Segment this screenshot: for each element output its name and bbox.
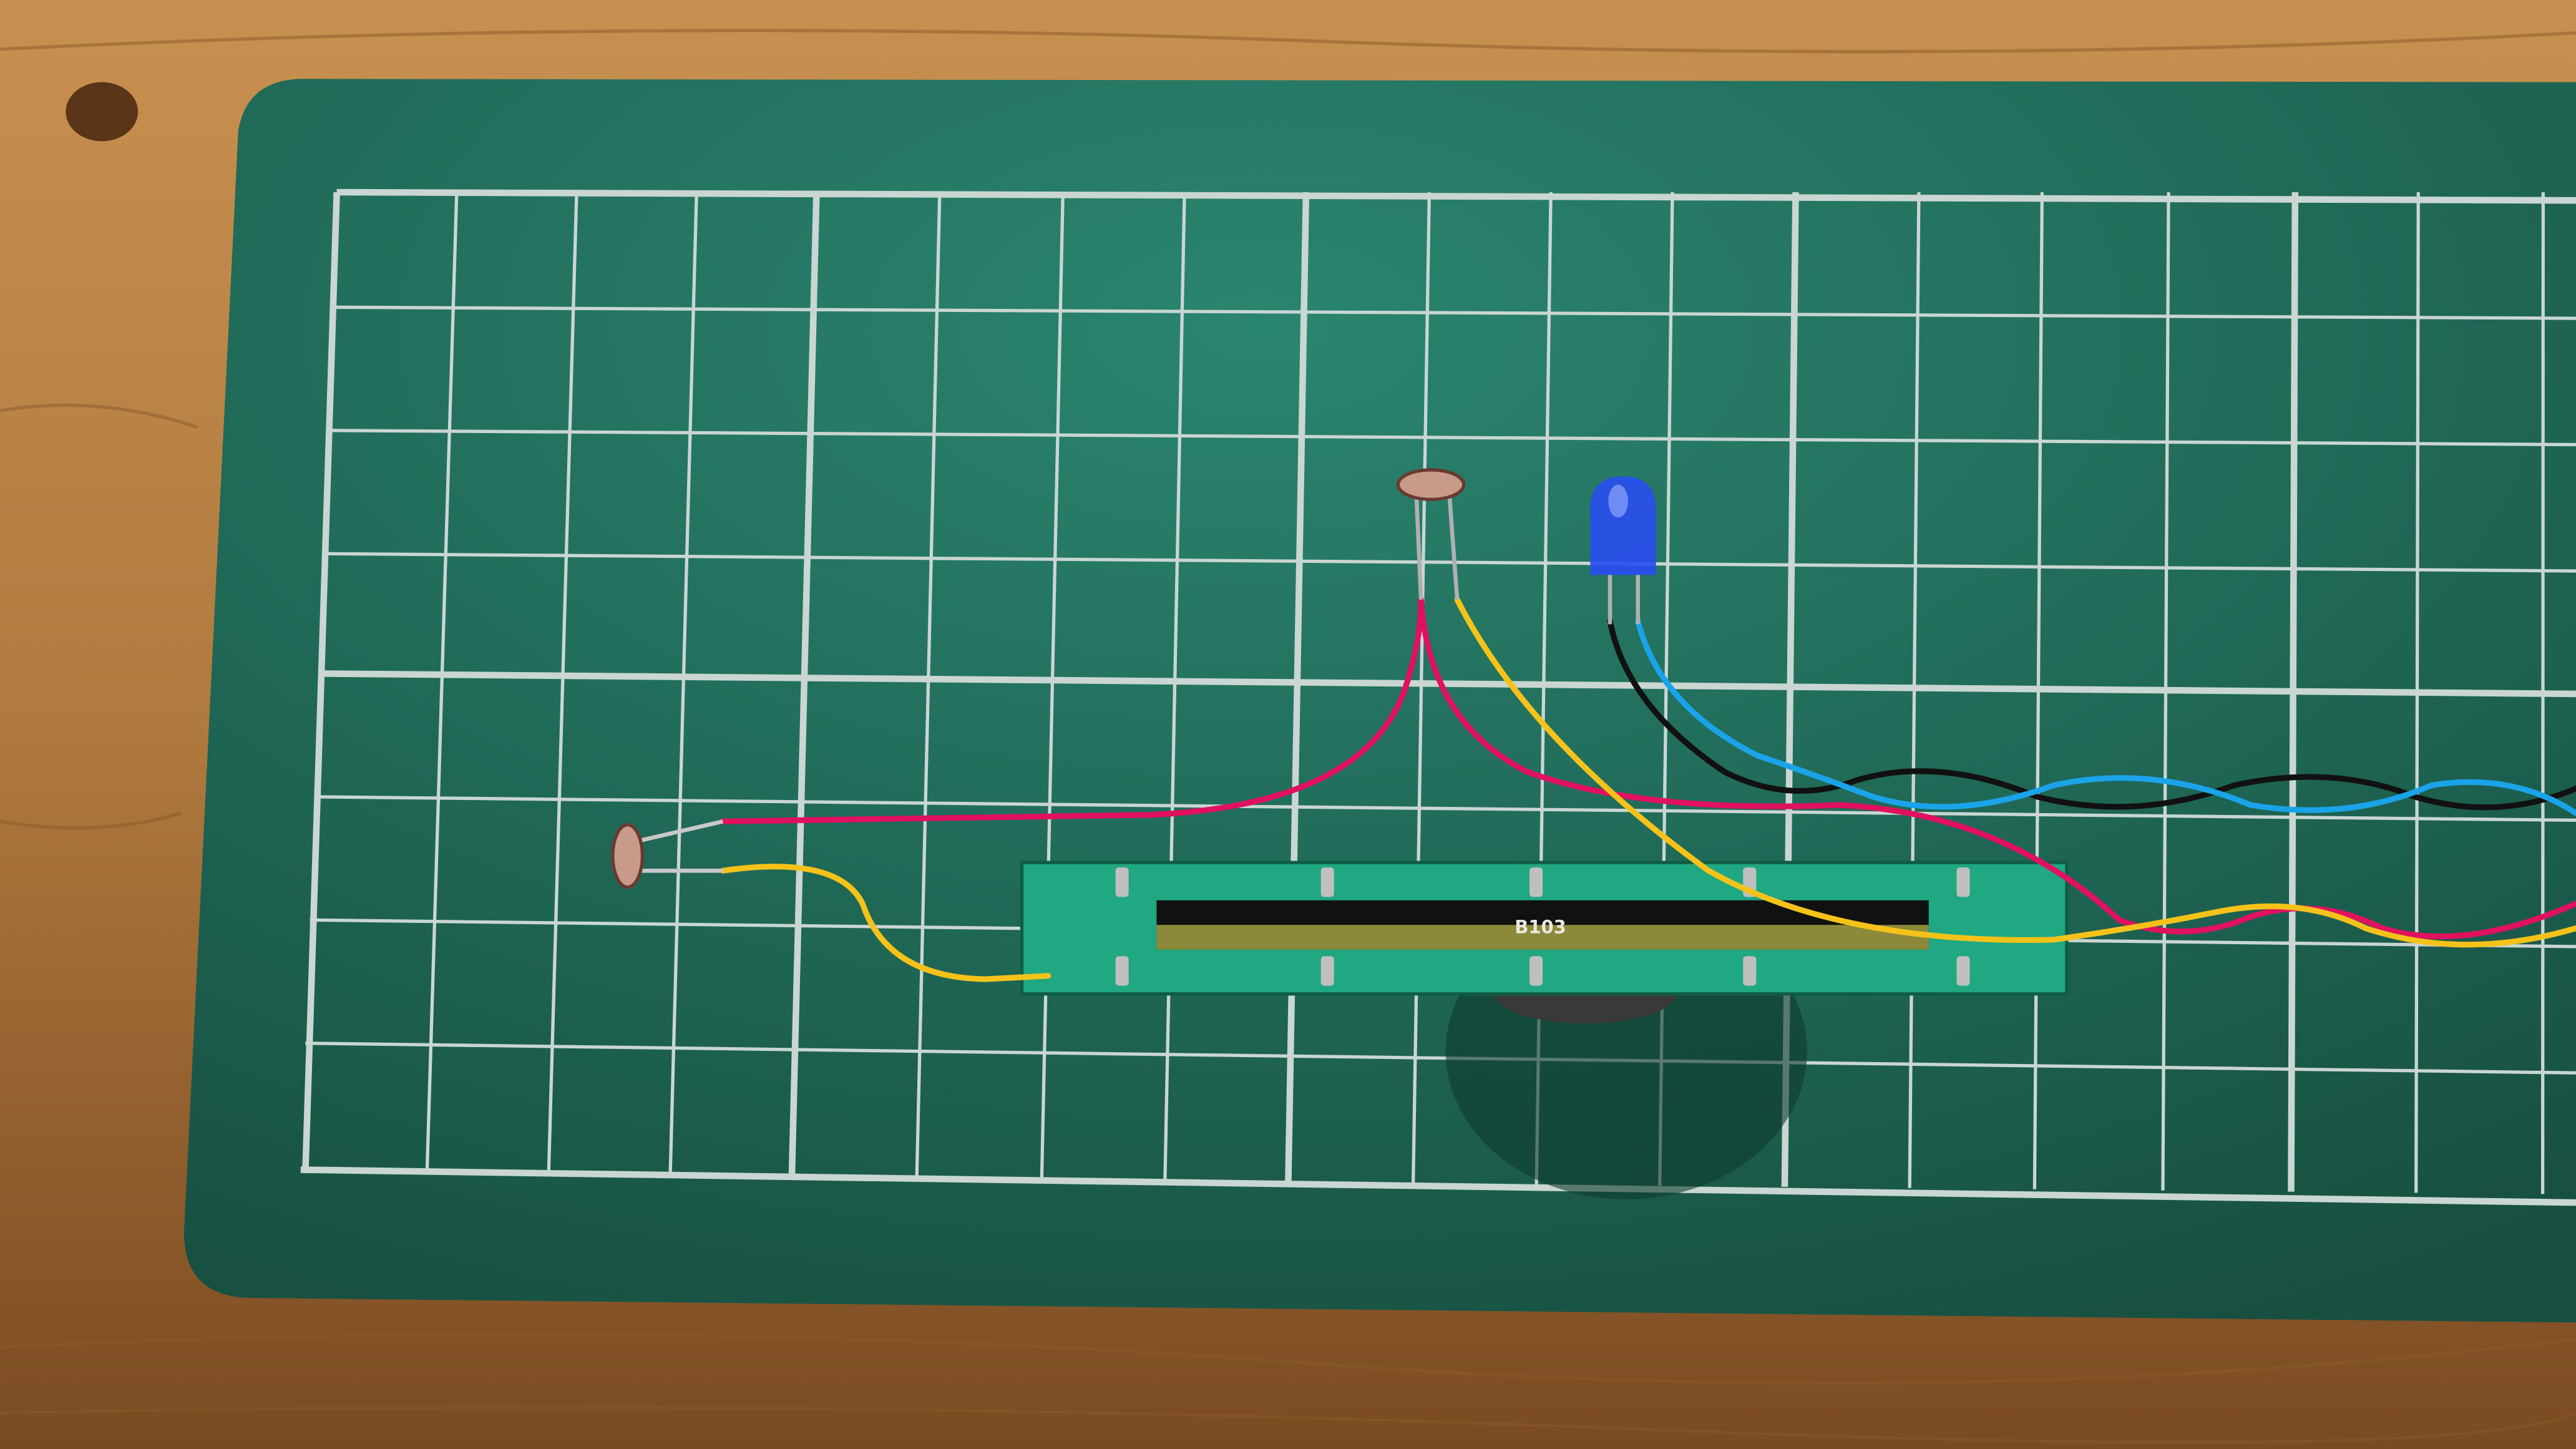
grid-line (1163, 192, 1186, 1181)
photoresistor-center (1396, 468, 1466, 600)
potentiometer-pin (1115, 956, 1129, 986)
blue-led (1590, 476, 1656, 625)
black-wire (1607, 618, 2576, 811)
mat-grid (300, 188, 2576, 1206)
blue-wire (1635, 618, 2576, 816)
grid-line (1411, 192, 1432, 1184)
potentiometer-pin (1320, 867, 1334, 897)
grid-line (336, 188, 2576, 204)
red-wire-right (1418, 597, 2576, 940)
wires (720, 597, 2576, 982)
grid-line (305, 1042, 2576, 1075)
potentiometer-pin (1530, 867, 1543, 897)
yellow-wire-right (1454, 597, 2576, 948)
wood-grain (0, 29, 2576, 1445)
potentiometer-pin (1115, 867, 1129, 897)
grid-line (547, 192, 578, 1176)
potentiometer-pin (1743, 956, 1757, 986)
grid-line (1040, 192, 1065, 1180)
grid-line (323, 552, 2576, 573)
grid-line (314, 795, 2576, 822)
grid-line (332, 305, 2576, 320)
slide-potentiometer: B103 (1020, 861, 2069, 1024)
potentiometer-marking: B103 (1515, 916, 1566, 937)
potentiometer-pin (1956, 867, 1970, 897)
grid-line (788, 192, 820, 1178)
potentiometer-pin (1320, 956, 1334, 986)
grid-line (1285, 192, 1310, 1183)
grid-line (300, 1166, 2576, 1206)
grid-line (668, 192, 698, 1177)
wood-knot (66, 82, 139, 142)
grid-line (425, 192, 459, 1174)
potentiometer-pin (1530, 956, 1543, 986)
red-wire-left (720, 597, 1424, 824)
cutting-mat (183, 79, 2576, 1323)
photoresistor-left (611, 819, 724, 889)
grid-line (915, 192, 942, 1179)
grid-line (328, 429, 2576, 447)
potentiometer-pin (1956, 956, 1970, 986)
grid-line (302, 192, 340, 1173)
grid-line (319, 670, 2576, 698)
yellow-wire-left (720, 864, 1051, 982)
